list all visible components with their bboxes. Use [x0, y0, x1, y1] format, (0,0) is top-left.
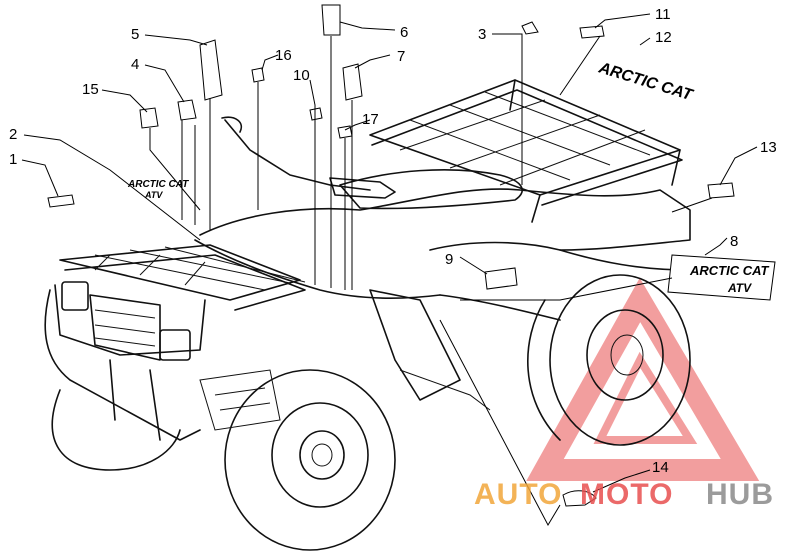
leader-lines	[21, 13, 758, 527]
decal-8-side-logo: ARCTIC CAT ATV	[667, 254, 776, 301]
decal-9	[484, 267, 518, 290]
atv-illustration	[44, 79, 691, 551]
callout-3: 3	[478, 26, 486, 43]
front-rack	[59, 244, 306, 311]
callout-5: 5	[131, 26, 139, 43]
callout-12: 12	[655, 29, 672, 46]
callout-15: 15	[82, 81, 99, 98]
front-logo-line2: ATV	[144, 190, 163, 200]
callout-14: 14	[652, 459, 669, 476]
decal-4	[177, 99, 197, 121]
watermark-text: AUTO MOTO HUB	[474, 478, 774, 511]
rear-rack	[369, 79, 683, 223]
callout-13: 13	[760, 139, 777, 156]
decal-13	[707, 182, 735, 199]
decal-11	[579, 25, 605, 39]
decal-1	[47, 194, 75, 208]
watermark-hub: HUB	[706, 478, 774, 511]
decal-12-rear-logo: ARCTIC CAT	[596, 59, 695, 104]
front-logo-line1: ARCTIC CAT	[127, 179, 189, 190]
decal-3	[521, 21, 539, 35]
side-logo-line2: ATV	[727, 281, 752, 295]
callout-2: 2	[9, 126, 17, 143]
callout-10: 10	[293, 67, 310, 84]
rear-wheel	[527, 274, 691, 446]
decal-7	[342, 63, 363, 101]
decal-14	[562, 490, 597, 507]
callout-11: 11	[655, 6, 671, 23]
decal-10	[309, 107, 323, 121]
side-logo-line1: ARCTIC CAT	[689, 263, 770, 278]
callout-1: 1	[9, 151, 17, 168]
callout-8: 8	[730, 233, 738, 250]
rear-logo-text: ARCTIC CAT	[596, 59, 695, 104]
callout-7: 7	[397, 48, 405, 65]
callout-17: 17	[362, 111, 379, 128]
callout-9: 9	[445, 251, 453, 268]
decal-5	[199, 39, 223, 101]
callout-numbers: 1 2 3 4 5 6 7 8 9 10 11 12 13 14 15 16 1…	[9, 6, 777, 476]
watermark-logo	[526, 277, 760, 481]
decal-2-front-logo: ARCTIC CAT ATV	[127, 179, 189, 200]
watermark-moto: MOTO	[580, 478, 673, 511]
watermark-auto: AUTO	[474, 478, 562, 511]
decal-16	[251, 67, 265, 83]
callout-4: 4	[131, 56, 139, 73]
callout-16: 16	[275, 47, 292, 64]
decal-15	[139, 107, 159, 129]
decal-6	[321, 4, 341, 36]
front-wheel	[224, 369, 396, 551]
callout-6: 6	[400, 24, 408, 41]
